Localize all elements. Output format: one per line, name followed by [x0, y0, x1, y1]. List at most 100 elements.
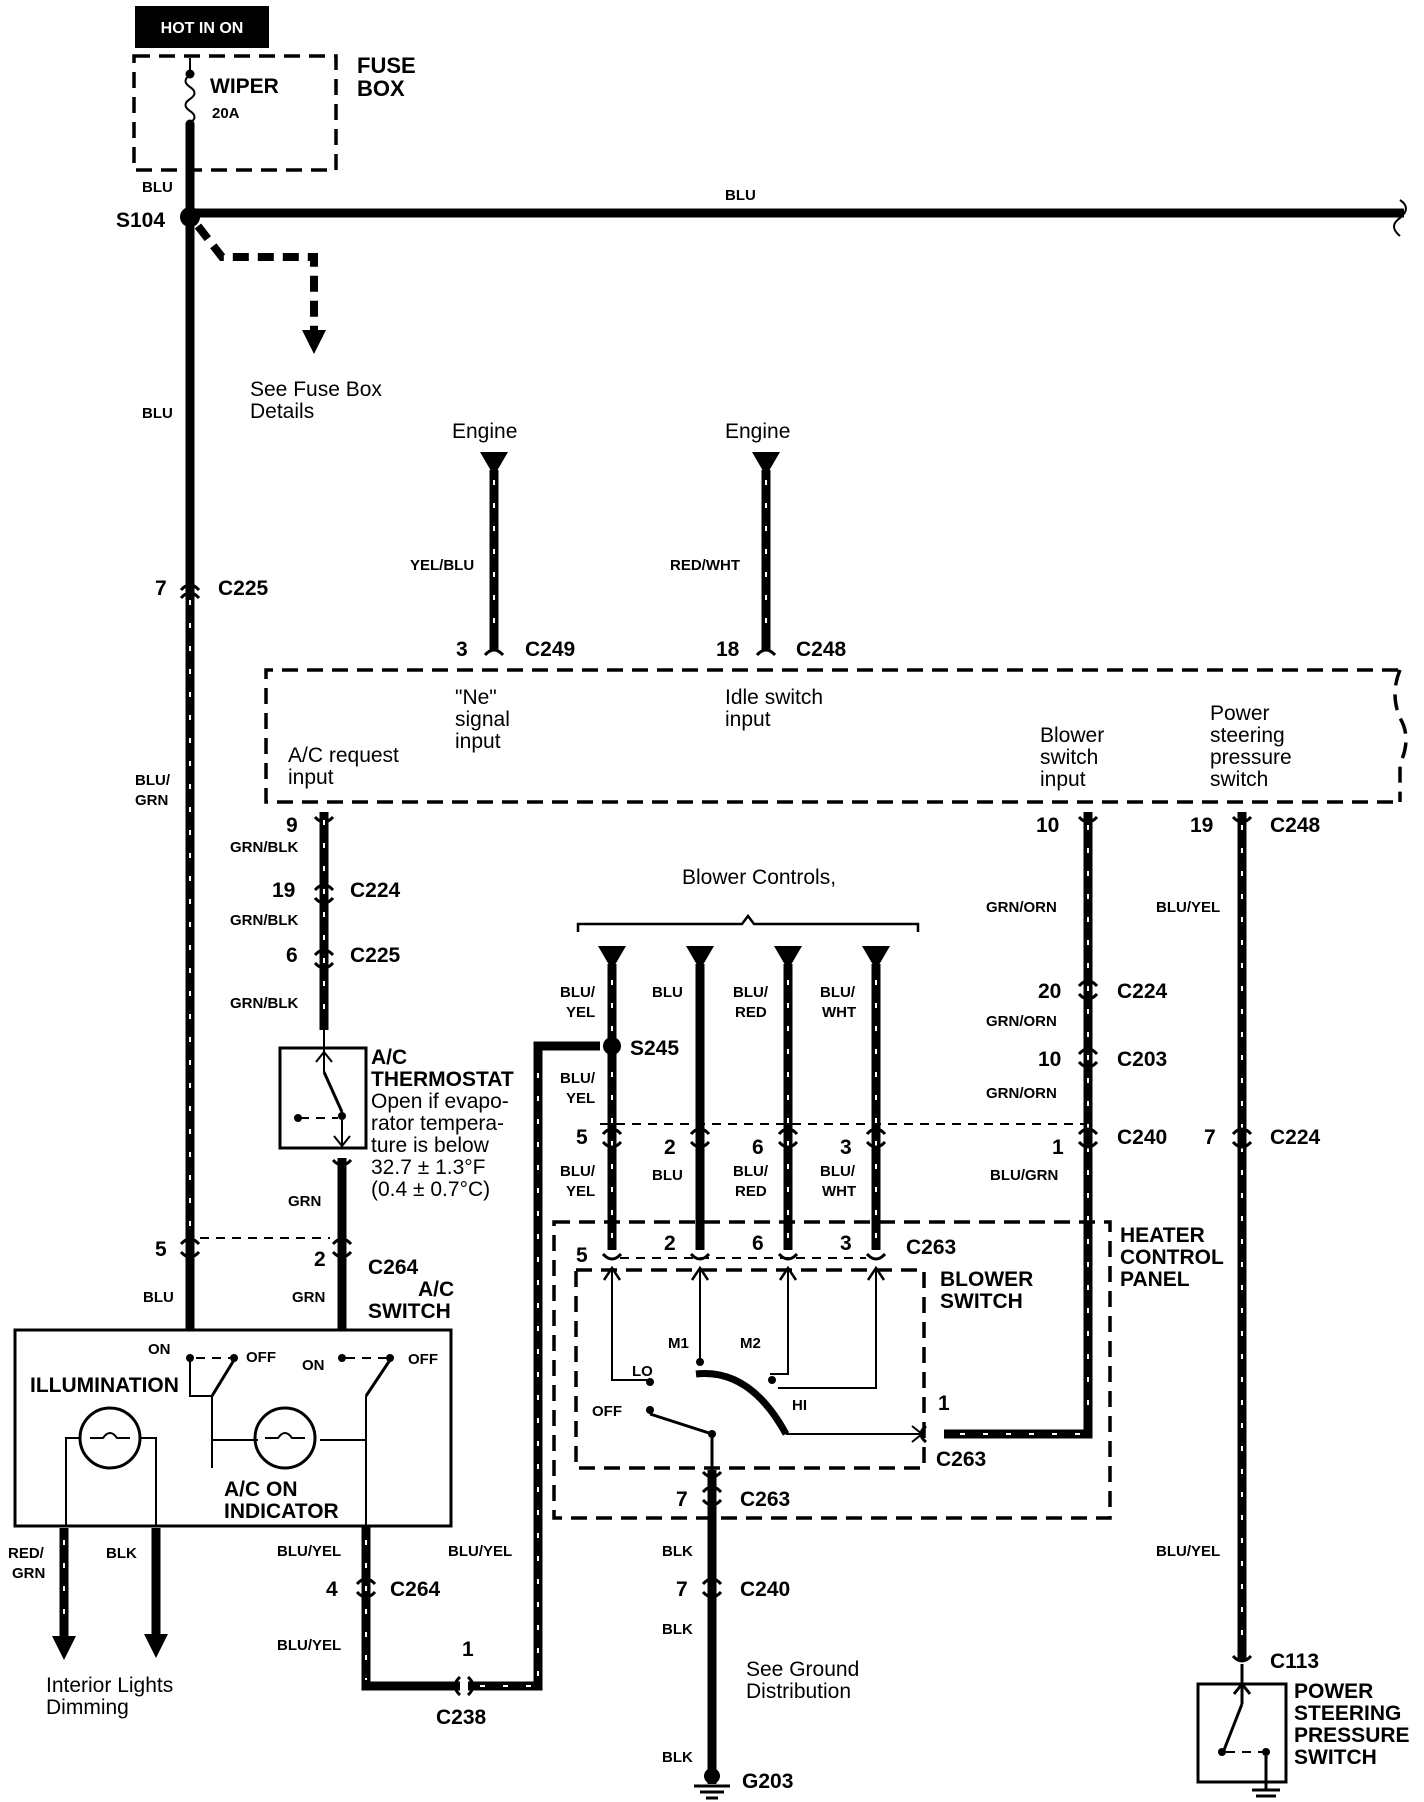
- ps-switch-input-label: switch: [1210, 768, 1268, 791]
- wire-color-label: GRN/ORN: [986, 1013, 1057, 1030]
- pin-number: 5: [576, 1244, 588, 1267]
- blower-switch-label: SWITCH: [940, 1290, 1023, 1313]
- m1-label: M1: [668, 1335, 689, 1352]
- heater-panel-label: PANEL: [1120, 1268, 1190, 1291]
- ps-switch-input-label: pressure: [1210, 746, 1292, 769]
- pin-number: 2: [664, 1136, 676, 1159]
- ne-input-label: input: [455, 730, 501, 753]
- pin-number: 5: [155, 1238, 167, 1261]
- wire-blu-yel-ac: [361, 1526, 460, 1691]
- see-fuse-label: Details: [250, 400, 314, 423]
- connector-c263: C263: [906, 1236, 956, 1259]
- pin-number: 2: [314, 1248, 326, 1271]
- connector-c224: C224: [1117, 980, 1168, 1003]
- wire-color-label: BLU: [725, 187, 756, 204]
- pin-number: 4: [326, 1578, 338, 1601]
- ac-switch-label: A/C: [418, 1278, 454, 1301]
- wire-color-label: BLU/: [733, 984, 769, 1001]
- illumination-lamp: [78, 1406, 142, 1470]
- fuse-element: [184, 74, 196, 124]
- wire-color-label: BLU: [142, 179, 173, 196]
- pin-number: 2: [664, 1232, 676, 1255]
- ac-thermostat-label: THERMOSTAT: [371, 1068, 514, 1091]
- blower-input-label: Blower: [1040, 724, 1104, 747]
- blower-switch-label: BLOWER: [940, 1268, 1033, 1291]
- fuse-box-label: FUSE: [357, 53, 416, 78]
- wire-color-label: GRN: [292, 1289, 325, 1306]
- ac-switch-panel[interactable]: [13, 1328, 453, 1528]
- wire-color-label: RED: [735, 1183, 767, 1200]
- wire-color-label: BLU/YEL: [277, 1543, 341, 1560]
- wire-color-label: BLK: [662, 1621, 693, 1638]
- pin-number: 7: [1204, 1126, 1216, 1149]
- ps-switch-input-label: Power: [1210, 702, 1270, 725]
- wiper-fuse-label: WIPER: [210, 75, 279, 98]
- wire-color-label: RED: [735, 1004, 767, 1021]
- wire-color-label: BLU/: [135, 772, 171, 789]
- pin-number: 1: [462, 1638, 474, 1661]
- ac-thermostat-label: A/C: [371, 1046, 407, 1069]
- see-fuse-label: See Fuse Box: [250, 378, 382, 401]
- connector-c249: C249: [525, 638, 575, 661]
- idle-input-label: Idle switch: [725, 686, 823, 709]
- ps-switch-label: SWITCH: [1294, 1746, 1377, 1769]
- pin-number: 1: [938, 1392, 950, 1415]
- idle-input-label: input: [725, 708, 771, 731]
- wire-color-label: GRN/ORN: [986, 1085, 1057, 1102]
- thermostat-note: rator tempera-: [371, 1112, 504, 1135]
- ne-input-label: "Ne": [455, 686, 497, 709]
- wire-color-label: BLU/: [733, 1163, 769, 1180]
- fuse-details-link: [194, 223, 318, 330]
- pin-number: 1: [1052, 1136, 1064, 1159]
- pin-number: 6: [286, 944, 298, 967]
- ac-on-indicator-label: INDICATOR: [224, 1500, 339, 1523]
- illumination-label: ILLUMINATION: [30, 1374, 179, 1397]
- blower-controls-label: Blower Controls,: [682, 866, 836, 889]
- wire-color-label: BLU/: [560, 984, 596, 1001]
- wire-color-label: GRN: [12, 1565, 45, 1582]
- fuse-box-outline: [132, 54, 338, 172]
- wire-color-label: BLU: [652, 1167, 683, 1184]
- wire-color-label: BLU/GRN: [990, 1167, 1058, 1184]
- pin-number: 7: [676, 1488, 688, 1511]
- switch-off-label: OFF: [246, 1349, 276, 1366]
- thermostat-note: 32.7 ± 1.3°F: [371, 1156, 486, 1179]
- hot-in-on-badge: [135, 6, 269, 48]
- ps-switch-label: PRESSURE: [1294, 1724, 1410, 1747]
- switch-on-label: ON: [302, 1357, 325, 1374]
- g203-label: G203: [742, 1770, 793, 1793]
- ac-request-label: input: [288, 766, 334, 789]
- connector-c225: C225: [218, 577, 269, 600]
- ne-input-label: signal: [455, 708, 510, 731]
- ac-on-indicator-label: A/C ON: [224, 1478, 298, 1501]
- blower-switch-outline[interactable]: [574, 1268, 926, 1470]
- wire-color-label: WHT: [822, 1004, 856, 1021]
- ecu-outline: [264, 668, 1408, 804]
- pin-number: 7: [676, 1578, 688, 1601]
- wire-color-label: GRN/BLK: [230, 995, 298, 1012]
- connector-c225: C225: [350, 944, 401, 967]
- pin-number: 20: [1038, 980, 1061, 1003]
- wire-color-label: GRN: [135, 792, 168, 809]
- ps-switch-label: STEERING: [1294, 1702, 1401, 1725]
- connector-c240: C240: [1117, 1126, 1167, 1149]
- see-ground-label: See Ground: [746, 1658, 859, 1681]
- pin-number: 6: [752, 1136, 764, 1159]
- connector-c248: C248: [796, 638, 847, 661]
- fuse-rating: 20A: [212, 105, 240, 122]
- connector-c263: C263: [740, 1488, 790, 1511]
- wire-color-label: GRN/ORN: [986, 899, 1057, 916]
- pin-number: 10: [1036, 814, 1059, 837]
- blower-input-label: input: [1040, 768, 1086, 791]
- pin-number: 10: [1038, 1048, 1061, 1071]
- hot-in-on-label: HOT IN ON: [161, 20, 244, 37]
- wire-color-label: GRN/BLK: [230, 839, 298, 856]
- engine-label: Engine: [452, 420, 517, 443]
- connector-c264: C264: [368, 1256, 419, 1279]
- wire-color-label: GRN/BLK: [230, 912, 298, 929]
- interior-lights-label: Interior Lights: [46, 1674, 173, 1697]
- pin-number: 3: [456, 638, 468, 661]
- see-ground-label: Distribution: [746, 1680, 851, 1703]
- wire-color-label: BLU/YEL: [1156, 1543, 1220, 1560]
- wire-color-label: BLU: [142, 405, 173, 422]
